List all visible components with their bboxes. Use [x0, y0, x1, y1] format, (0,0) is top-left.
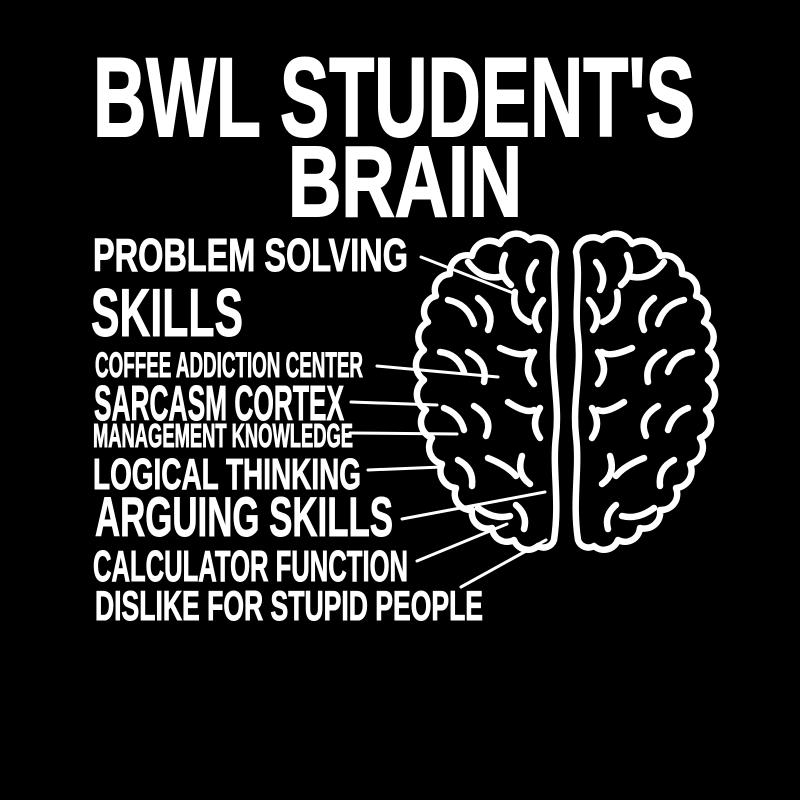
title: BWL STUDENT'S BRAIN — [92, 34, 696, 239]
title-line-2: BRAIN — [288, 126, 522, 238]
leader-line-logical-thinking — [366, 465, 444, 472]
leader-line-dislike-stupid-people — [459, 538, 548, 589]
label-problem-solving-line1: PROBLEM SOLVING — [93, 229, 408, 281]
label-arguing-skills: ARGUING SKILLS — [95, 485, 393, 548]
title-line-1: BWL STUDENT'S — [93, 35, 695, 160]
label-calculator-function: CALCULATOR FUNCTION — [93, 542, 408, 591]
leader-lines — [348, 255, 548, 589]
leader-line-arguing-skills — [400, 490, 547, 521]
label-management-knowledge: MANAGEMENT KNOWLEDGE — [93, 417, 353, 454]
leader-line-sarcasm-cortex — [349, 400, 439, 407]
label-problem-solving-line2: SKILLS — [91, 275, 243, 351]
leader-line-management-knowledge — [348, 431, 459, 436]
leader-line-coffee-addiction — [375, 364, 500, 379]
label-sarcasm-cortex: SARCASM CORTEX — [94, 377, 344, 431]
brain-labels: PROBLEM SOLVING SKILLS COFFEE ADDICTION … — [91, 229, 484, 630]
label-logical-thinking: LOGICAL THINKING — [93, 450, 361, 499]
leader-line-calculator-function — [415, 522, 509, 563]
leader-line-problem-solving — [419, 255, 515, 295]
label-dislike-for-stupid-people: DISLIKE FOR STUPID PEOPLE — [95, 582, 483, 629]
label-coffee-addiction-center: COFFEE ADDICTION CENTER — [95, 346, 363, 385]
